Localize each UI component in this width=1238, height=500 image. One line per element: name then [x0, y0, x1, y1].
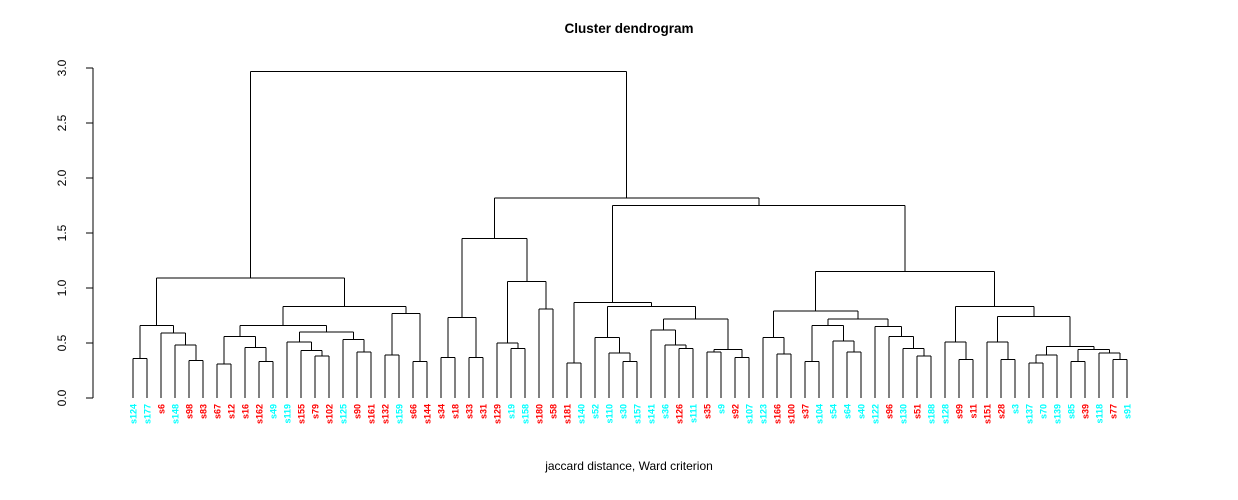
leaf-label: s188 [927, 404, 937, 424]
leaf-label: s51 [913, 404, 923, 419]
leaf-label: s35 [703, 404, 713, 419]
leaf-label: s96 [885, 404, 895, 419]
leaf-label: s111 [689, 404, 699, 423]
leaf-label: s83 [199, 404, 209, 419]
leaf-label: s128 [941, 404, 951, 424]
leaf-label: s6 [157, 404, 167, 414]
leaf-label: s37 [801, 404, 811, 419]
leaf-label: s66 [409, 404, 419, 419]
leaf-label: s130 [899, 404, 909, 424]
leaf-label: s180 [535, 404, 545, 424]
y-tick-label: 2.0 [55, 169, 69, 186]
chart-title: Cluster dendrogram [564, 21, 694, 36]
leaf-label: s49 [269, 404, 279, 419]
leaf-label: s124 [129, 404, 139, 424]
leaf-label: s132 [381, 404, 391, 424]
leaf-label: s118 [1095, 404, 1105, 424]
leaf-label: s64 [843, 404, 853, 419]
leaf-label: s141 [647, 404, 657, 424]
leaf-label: s34 [437, 404, 447, 419]
leaf-label: s161 [367, 404, 377, 424]
leaf-label: s159 [395, 404, 405, 424]
leaf-label: s158 [521, 404, 531, 424]
leaf-label: s40 [857, 404, 867, 419]
leaf-label: s129 [493, 404, 503, 424]
leaf-label: s9 [717, 404, 727, 414]
leaf-label: s123 [759, 404, 769, 424]
x-axis-label: jaccard distance, Ward criterion [545, 459, 713, 473]
y-tick-label: 1.0 [55, 279, 69, 296]
leaf-label: s18 [451, 404, 461, 419]
leaf-label: s39 [1081, 404, 1091, 419]
leaf-label: s100 [787, 404, 797, 424]
leaf-label: s144 [423, 404, 433, 424]
leaf-label: s119 [283, 404, 293, 424]
leaf-label: s104 [815, 404, 825, 424]
leaf-label: s140 [577, 404, 587, 424]
leaf-label: s36 [661, 404, 671, 419]
leaf-label: s70 [1039, 404, 1049, 419]
leaf-label: s91 [1123, 404, 1133, 419]
leaf-label: s126 [675, 404, 685, 424]
leaf-label: s122 [871, 404, 881, 424]
leaf-label: s155 [297, 404, 307, 424]
leaf-label: s181 [563, 404, 573, 424]
y-tick-label: 0.5 [55, 334, 69, 351]
leaf-label: s79 [311, 404, 321, 419]
leaf-label: s107 [745, 404, 755, 424]
leaf-label: s92 [731, 404, 741, 419]
leaf-label: s166 [773, 404, 783, 424]
y-tick-label: 3.0 [55, 59, 69, 76]
leaf-label: s67 [213, 404, 223, 419]
leaf-label: s157 [633, 404, 643, 424]
leaf-label: s162 [255, 404, 265, 424]
leaf-label: s102 [325, 404, 335, 424]
leaf-label: s151 [983, 404, 993, 424]
leaf-label: s33 [465, 404, 475, 419]
leaf-label: s98 [185, 404, 195, 419]
leaf-label: s58 [549, 404, 559, 419]
leaf-label: s85 [1067, 404, 1077, 419]
y-tick-label: 0.0 [55, 389, 69, 406]
leaf-label: s90 [353, 404, 363, 419]
leaf-label: s11 [969, 404, 979, 419]
leaf-label: s12 [227, 404, 237, 419]
leaf-label: s177 [143, 404, 153, 424]
leaf-label: s52 [591, 404, 601, 419]
leaf-label: s77 [1109, 404, 1119, 419]
leaf-label: s110 [605, 404, 615, 424]
leaf-label: s30 [619, 404, 629, 419]
leaf-label: s99 [955, 404, 965, 419]
leaf-label: s19 [507, 404, 517, 419]
leaf-label: s139 [1053, 404, 1063, 424]
leaf-label: s148 [171, 404, 181, 424]
leaf-label: s3 [1011, 404, 1021, 414]
leaf-label: s28 [997, 404, 1007, 419]
y-tick-label: 1.5 [55, 224, 69, 241]
y-tick-label: 2.5 [55, 114, 69, 131]
leaf-label: s125 [339, 404, 349, 424]
leaf-label: s16 [241, 404, 251, 419]
leaf-label: s31 [479, 404, 489, 419]
leaf-label: s54 [829, 404, 839, 419]
leaf-label: s137 [1025, 404, 1035, 424]
